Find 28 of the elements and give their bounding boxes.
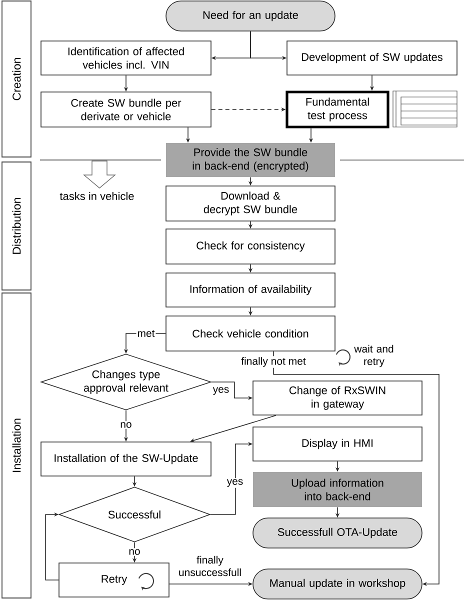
edge-label: no [119,421,133,429]
edge-label: yes [226,478,244,488]
process-box: Check vehicle condition [166,316,336,352]
process-box: Retry [58,562,170,598]
annotation-text: tasks in vehicle [60,192,134,200]
process-box: Development of SW updates [286,40,458,76]
process-box: Change of RxSWIN in gateway [252,380,422,416]
swimlane-label: Distribution [2,162,32,290]
swimlane-label: Creation [2,0,32,158]
process-box: Information of availability [166,272,336,308]
arrow [273,351,440,586]
process-box: Download & decrypt SW bundle [166,186,336,222]
process-box: Identification of affected vehicles incl. VIN [40,40,212,76]
edge-label: no [128,548,142,556]
process-box: Display in HMI [252,426,422,462]
edge-label: yes [212,386,230,396]
process-box: Provide the SW bundle in back-end (encrypted) [166,143,335,177]
edge-label: finally not met [240,356,307,368]
process-box: Installation of the SW-Update [40,442,212,476]
process-box: Check for consistency [166,228,336,264]
process-box: Upload information into back-end [253,472,422,507]
process-box: Create SW bundle per derivate or vehicle [40,92,212,128]
arrow [45,512,59,580]
swimlane-label: Installation [2,292,32,598]
edge-label: met [136,329,156,338]
annotation-text: wait and retry [354,344,394,368]
process-box: Fundamental test process [286,90,390,128]
edge-label: finally unsuccessfull [173,554,247,578]
